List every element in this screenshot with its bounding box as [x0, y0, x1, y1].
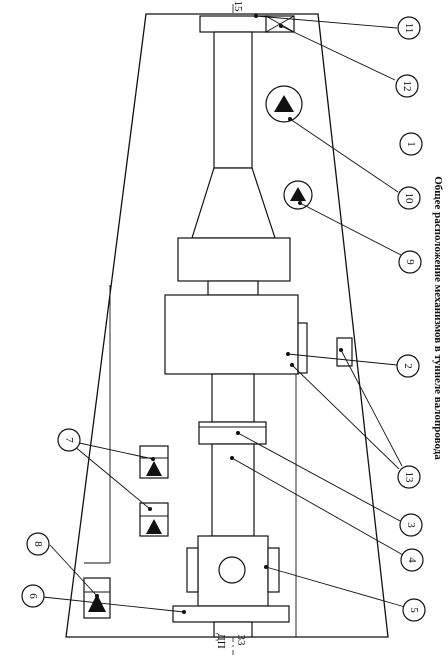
svg-text:5: 5: [408, 607, 420, 613]
svg-text:3: 3: [405, 522, 417, 528]
box-13: [336, 337, 353, 367]
anchor-dots: [95, 14, 343, 614]
pump-7a-icon: [146, 461, 162, 476]
callout-7: 7: [57, 428, 81, 452]
callout-9: 9: [398, 250, 422, 274]
svg-text:12: 12: [401, 81, 413, 92]
shaft-cone-coupling: [191, 167, 276, 239]
callout-3: 3: [399, 513, 423, 537]
callout-6: 6: [21, 584, 45, 608]
bulkhead-seal-6: [172, 605, 290, 623]
callout-11: 11: [397, 16, 421, 40]
svg-text:10: 10: [403, 193, 415, 205]
axis-mark-bottom: 33: [235, 635, 247, 647]
svg-text:8: 8: [32, 541, 44, 547]
shaft-neck: [207, 280, 259, 296]
shaft-mid-section: [211, 373, 255, 423]
shaft-top-flange: [199, 15, 269, 33]
callout-4: 4: [400, 548, 424, 572]
callout-12: 12: [395, 74, 419, 98]
bearing-5-left-ear: [186, 547, 199, 593]
pump-9-icon: [290, 187, 306, 201]
diagram-title: Общее расположение механизмов в туннеле …: [432, 176, 444, 460]
shaft-upper-section: [213, 31, 253, 169]
svg-text:6: 6: [27, 593, 39, 599]
svg-text:4: 4: [406, 557, 418, 563]
pump-10-icon: [274, 95, 294, 112]
svg-text:9: 9: [404, 259, 416, 265]
support-bearing-3: [198, 421, 267, 445]
callout-5: 5: [402, 598, 426, 622]
callout-2: 2: [396, 354, 420, 378]
leader-lines: [42, 15, 406, 613]
callout-13: 13: [397, 465, 421, 489]
svg-text:11: 11: [403, 23, 415, 34]
svg-text:7: 7: [63, 437, 75, 443]
main-unit-2: [164, 294, 299, 375]
thrust-block-flange: [177, 237, 291, 282]
tunnel-outline: [65, 13, 389, 638]
bearing-5-center: [218, 556, 246, 584]
callout-1: 1: [399, 132, 423, 156]
axis-mark-top: 15: [232, 1, 244, 13]
axis-mark-bottom-letters: ДП: [215, 633, 227, 649]
svg-text:1: 1: [405, 141, 417, 147]
unit-2-side-panel: [297, 322, 308, 374]
svg-text:2: 2: [402, 363, 414, 369]
svg-text:13: 13: [403, 472, 415, 484]
callout-10: 10: [397, 186, 421, 210]
shaft-stub-bottom: [213, 621, 253, 638]
pump-7b-icon: [146, 519, 162, 534]
callout-8: 8: [26, 532, 50, 556]
bearing-5-right-ear: [267, 547, 280, 593]
